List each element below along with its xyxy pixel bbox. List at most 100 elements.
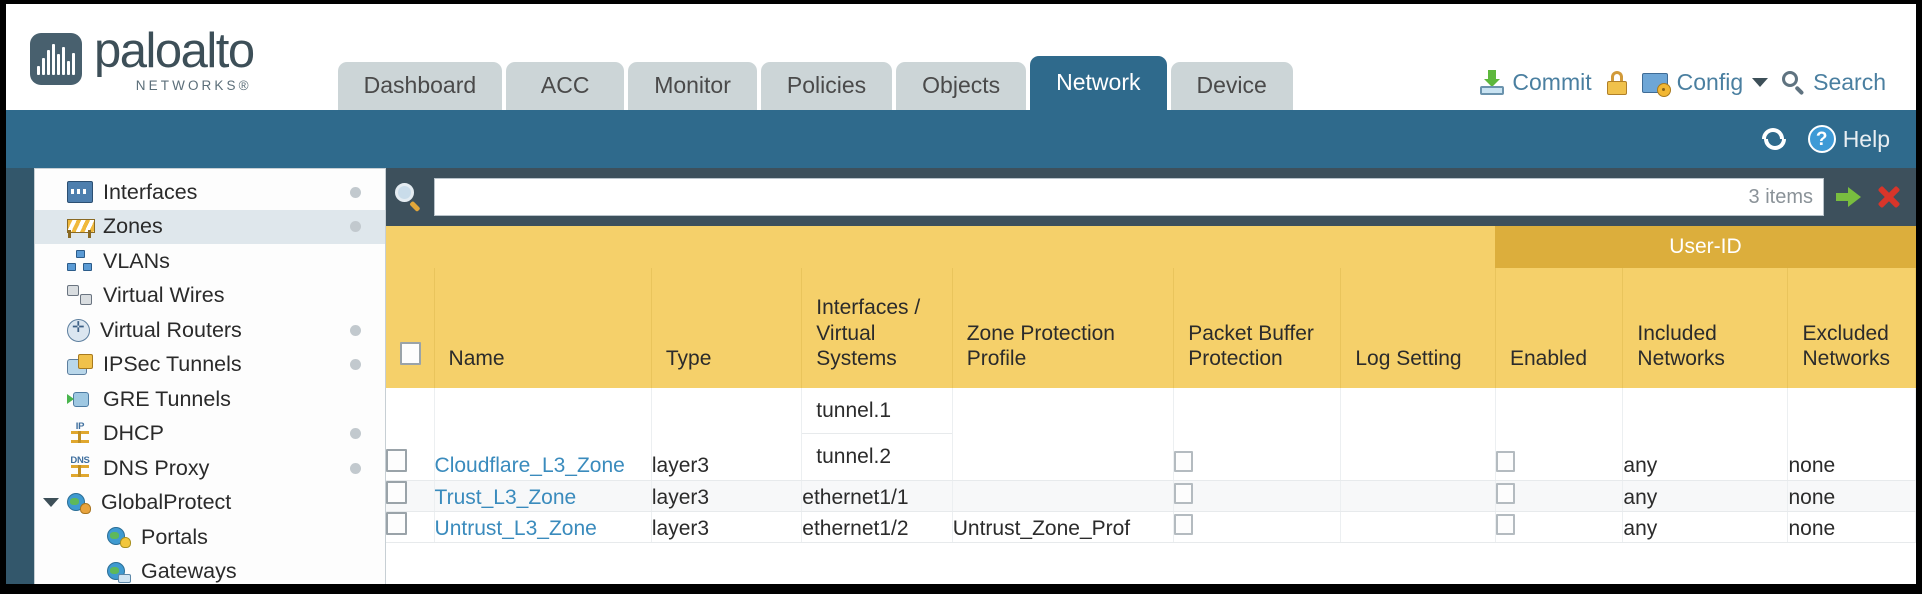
- sidebar-item-gateways[interactable]: Gateways: [35, 555, 385, 585]
- column-header-packet-buffer-protection[interactable]: Packet Buffer Protection: [1173, 268, 1342, 388]
- sidebar-label-interfaces: Interfaces: [103, 179, 198, 204]
- column-header-excluded-networks[interactable]: Excluded Networks: [1787, 268, 1916, 388]
- dhcp-icon: IP: [67, 421, 93, 446]
- row-select-checkbox[interactable]: [386, 449, 407, 473]
- column-header-type[interactable]: Type: [651, 268, 803, 388]
- item-count-label: 3 items: [1748, 185, 1813, 208]
- sidebar-dot-virtual-routers: [350, 324, 361, 336]
- tab-monitor[interactable]: Monitor: [628, 62, 757, 110]
- row-select-checkbox[interactable]: [386, 511, 407, 535]
- search-input[interactable]: [435, 180, 1749, 214]
- sidebar-item-zones[interactable]: Zones: [35, 209, 385, 244]
- sidebar-label-virtual-wires: Virtual Wires: [103, 283, 225, 308]
- select-all-checkbox[interactable]: [400, 342, 421, 366]
- table-row[interactable]: Untrust_L3_Zone layer3 ethernet1/2 Untru…: [386, 511, 1916, 544]
- table-group-header-row: User-ID: [386, 226, 1916, 268]
- cell-userid-enabled: [1495, 388, 1624, 481]
- row-select-checkbox[interactable]: [386, 480, 407, 504]
- config-icon: [1641, 70, 1671, 97]
- tab-objects[interactable]: Objects: [896, 62, 1027, 110]
- header-actions: Commit Config Search: [1479, 69, 1916, 110]
- userid-enabled-checkbox[interactable]: [1495, 451, 1515, 473]
- cell-log-setting: [1340, 511, 1496, 544]
- cell-type: layer3: [651, 511, 803, 544]
- sidebar-item-virtual-wires[interactable]: Virtual Wires: [35, 279, 385, 314]
- cell-excluded-networks: none: [1787, 388, 1916, 481]
- cell-included-networks: any: [1622, 388, 1789, 481]
- sidebar-item-dns-proxy[interactable]: DNS DNS Proxy: [35, 451, 385, 486]
- cell-log-setting: [1340, 480, 1496, 512]
- zones-table: User-ID Name Type Interfaces / Virtual S…: [386, 226, 1916, 544]
- column-header-name[interactable]: Name: [434, 268, 652, 388]
- sidebar-dot-interfaces: [350, 186, 361, 198]
- zone-name-link[interactable]: Trust_L3_Zone: [434, 485, 577, 509]
- row-select-cell: [386, 511, 435, 544]
- vlans-icon: [67, 250, 93, 272]
- zone-name-link[interactable]: Cloudflare_L3_Zone: [434, 454, 625, 478]
- gre-tunnels-icon: [67, 389, 93, 409]
- tab-device[interactable]: Device: [1170, 62, 1293, 110]
- sidebar-item-virtual-routers[interactable]: Virtual Routers: [35, 313, 385, 348]
- tab-network[interactable]: Network: [1030, 56, 1167, 110]
- column-header-included-networks[interactable]: Included Networks: [1622, 268, 1789, 388]
- tab-policies[interactable]: Policies: [760, 62, 893, 110]
- main-content: 3 items: [386, 168, 1916, 584]
- packet-buffer-protection-checkbox[interactable]: [1174, 482, 1194, 504]
- commit-button[interactable]: Commit: [1479, 69, 1592, 96]
- column-header-enabled[interactable]: Enabled: [1495, 268, 1624, 388]
- body-container: Interfaces Zones VLANs Virtual Wires Vir…: [6, 168, 1916, 585]
- help-label: Help: [1842, 125, 1890, 152]
- tab-dashboard[interactable]: Dashboard: [337, 62, 503, 110]
- search-input-wrapper[interactable]: 3 items: [434, 178, 1824, 216]
- tab-acc[interactable]: ACC: [506, 62, 625, 110]
- sidebar-dot-dhcp: [350, 428, 361, 440]
- userid-enabled-checkbox[interactable]: [1495, 513, 1515, 535]
- select-all-header: [386, 268, 435, 388]
- cell-name: Cloudflare_L3_Zone: [434, 388, 652, 481]
- sidebar-dot-dns-proxy: [350, 462, 361, 474]
- sidebar-item-portals[interactable]: Portals: [35, 520, 385, 555]
- sidebar-label-virtual-routers: Virtual Routers: [100, 317, 242, 342]
- apply-filter-button[interactable]: [1834, 182, 1864, 212]
- zone-name-link[interactable]: Untrust_L3_Zone: [434, 516, 597, 540]
- sidebar-item-interfaces[interactable]: Interfaces: [35, 175, 385, 210]
- refresh-icon[interactable]: [1760, 125, 1790, 153]
- chevron-down-icon: [1752, 78, 1769, 87]
- help-icon: ?: [1807, 125, 1836, 153]
- userid-enabled-checkbox[interactable]: [1495, 482, 1515, 504]
- packet-buffer-protection-checkbox[interactable]: [1174, 451, 1194, 473]
- sidebar-item-dhcp[interactable]: IP DHCP: [35, 417, 385, 452]
- sidebar-item-vlans[interactable]: VLANs: [35, 244, 385, 279]
- filter-search-icon[interactable]: [394, 182, 424, 213]
- column-header-log-setting[interactable]: Log Setting: [1340, 268, 1496, 388]
- interface-entry: tunnel.1: [802, 388, 952, 435]
- column-header-interfaces[interactable]: Interfaces / Virtual Systems: [801, 268, 953, 388]
- config-label: Config: [1676, 69, 1744, 95]
- search-button[interactable]: Search: [1782, 69, 1886, 96]
- packet-buffer-protection-checkbox[interactable]: [1174, 513, 1194, 535]
- cell-log-setting: [1340, 388, 1496, 481]
- sidebar-label-dns-proxy: DNS Proxy: [103, 455, 210, 480]
- sidebar-item-globalprotect[interactable]: GlobalProtect: [35, 486, 385, 521]
- sidebar-item-ipsec-tunnels[interactable]: IPSec Tunnels: [35, 348, 385, 383]
- cell-zone-protection-profile: [952, 388, 1175, 481]
- paloalto-logo-icon: [30, 33, 82, 86]
- expander-triangle-icon[interactable]: [43, 497, 59, 507]
- config-menu-button[interactable]: Config: [1641, 69, 1769, 97]
- cell-included-networks: any: [1622, 511, 1789, 544]
- table-row[interactable]: Cloudflare_L3_Zone layer3 tunnel.1 tunne…: [386, 388, 1916, 481]
- column-header-zone-protection-profile[interactable]: Zone Protection Profile: [952, 268, 1175, 388]
- search-label: Search: [1813, 69, 1886, 95]
- cell-zone-protection-profile: Untrust_Zone_Prof: [952, 511, 1175, 544]
- clear-filter-button[interactable]: [1874, 182, 1904, 212]
- sidebar-dot-ipsec-tunnels: [350, 359, 361, 371]
- sidebar-item-gre-tunnels[interactable]: GRE Tunnels: [35, 382, 385, 417]
- group-header-blank: [386, 226, 1496, 268]
- help-link[interactable]: ? Help: [1807, 125, 1890, 153]
- interfaces-icon: [67, 181, 93, 204]
- zones-icon: [67, 217, 95, 238]
- table-row[interactable]: Trust_L3_Zone layer3 ethernet1/1: [386, 480, 1916, 512]
- lock-icon[interactable]: [1606, 70, 1628, 96]
- commit-label: Commit: [1512, 69, 1592, 95]
